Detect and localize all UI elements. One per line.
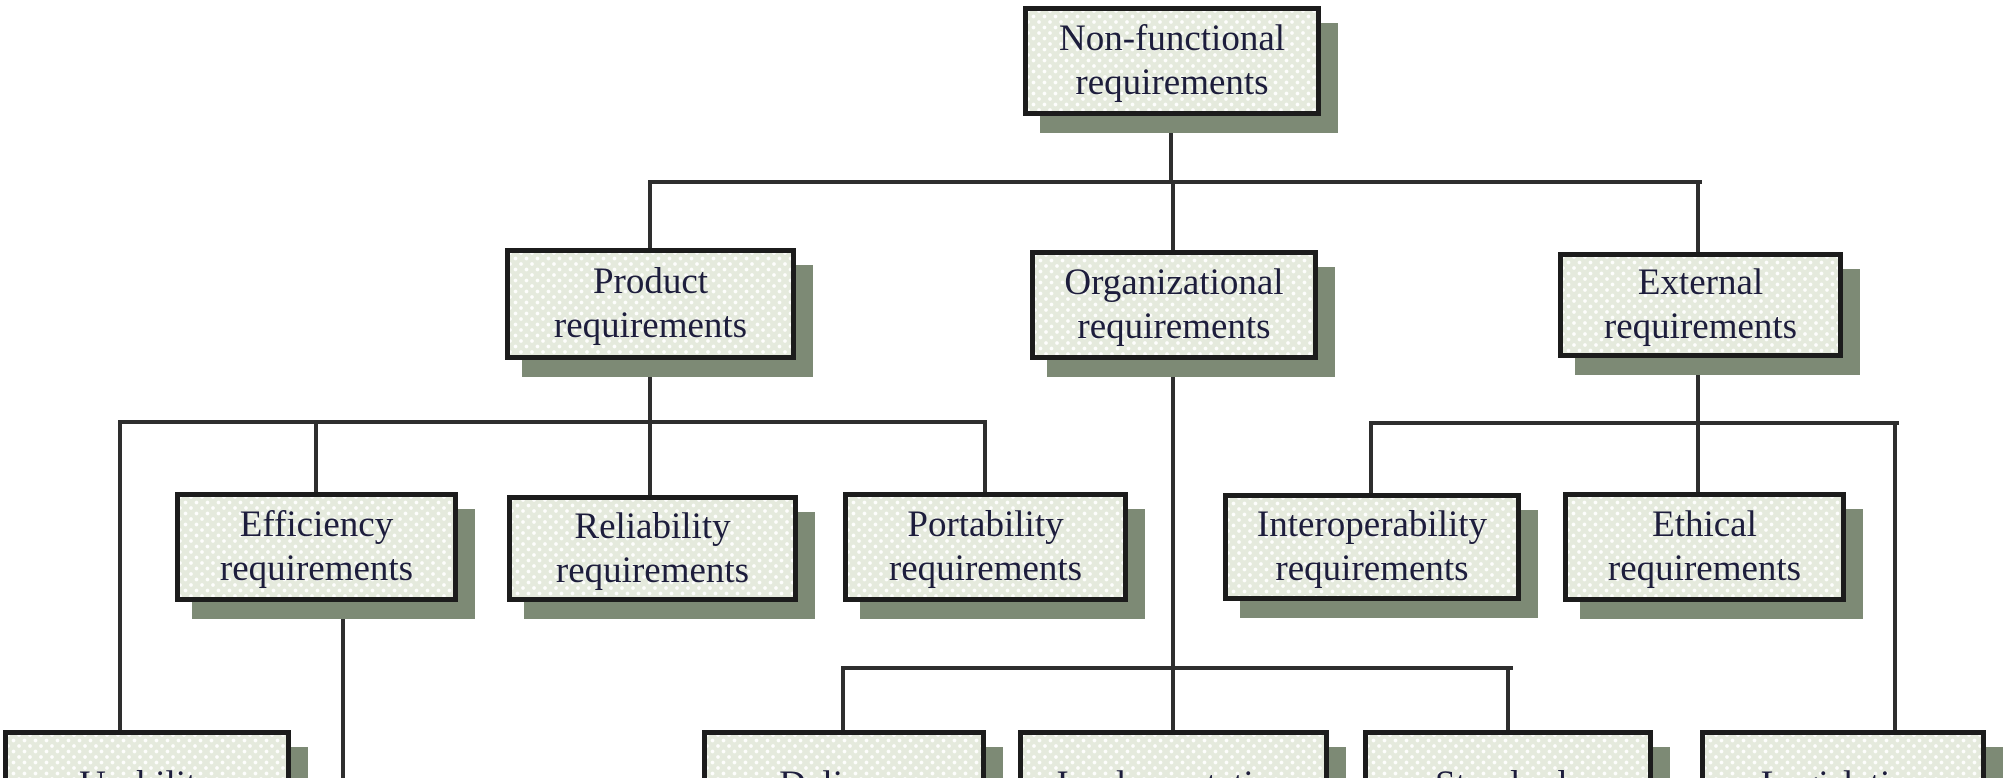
node-label: Legislative	[1761, 763, 1925, 778]
node-label: requirements	[1603, 306, 1798, 347]
connector-standards-drop	[1506, 666, 1510, 734]
node-label: requirements	[219, 548, 414, 589]
connector-implementation-drop	[1171, 666, 1175, 734]
connector-external-horizontal	[1369, 421, 1899, 425]
node-label: External	[1637, 262, 1764, 304]
connector-efficiency-drop	[314, 420, 318, 496]
node-portability-requirements: Portability requirements	[843, 492, 1128, 602]
node-usability-requirements: Usability	[3, 730, 291, 778]
node-efficiency-requirements: Efficiency requirements	[175, 492, 458, 602]
node-standards-requirements: Standards	[1363, 730, 1653, 778]
connector-efficiency-subtree	[341, 598, 345, 778]
node-nonfunctional-requirements: Non-functional requirements	[1023, 6, 1321, 116]
connector-nonfunctional-trunk	[1169, 112, 1173, 182]
node-label: requirements	[1077, 306, 1271, 347]
connector-reliability-drop	[648, 420, 652, 499]
connector-product-horizontal	[118, 420, 987, 424]
node-interoperability-requirements: Interoperability requirements	[1223, 493, 1521, 601]
node-label: requirements	[888, 548, 1083, 589]
connector-level2-horizontal	[648, 180, 1702, 184]
connector-legislative-drop	[1893, 421, 1897, 734]
node-label: requirements	[555, 549, 750, 591]
node-label: Reliability	[574, 505, 731, 547]
connector-external-trunk	[1696, 354, 1700, 425]
node-organizational-requirements: Organizational requirements	[1030, 250, 1318, 360]
node-label: Efficiency	[239, 504, 394, 546]
node-label: requirements	[1275, 548, 1469, 589]
node-label: Ethical	[1652, 504, 1757, 546]
node-label: requirements	[553, 305, 748, 346]
connector-product-drop	[648, 180, 652, 252]
connector-external-drop	[1696, 180, 1700, 256]
node-label: Standards	[1435, 763, 1581, 778]
node-delivery-requirements: Delivery	[702, 730, 986, 778]
node-product-requirements: Product requirements	[505, 248, 796, 360]
node-label: Implementation	[1056, 763, 1290, 778]
connector-delivery-drop	[841, 666, 845, 734]
connector-interoperability-drop	[1369, 421, 1373, 496]
node-external-requirements: External requirements	[1558, 252, 1843, 358]
connector-ethical-drop	[1696, 421, 1700, 496]
node-label: Portability	[907, 504, 1064, 546]
connector-product-trunk	[648, 356, 652, 424]
node-label: Product	[592, 261, 709, 303]
node-implementation-requirements: Implementation	[1018, 730, 1329, 778]
node-label: Organizational	[1064, 262, 1284, 304]
node-label: Non-functional	[1058, 18, 1286, 60]
connector-organizational-drop	[1171, 180, 1175, 254]
connector-org-horizontal	[841, 666, 1513, 670]
connector-organizational-trunk	[1171, 356, 1175, 670]
connector-usability-drop	[118, 420, 122, 734]
node-label: Delivery	[779, 763, 908, 778]
node-reliability-requirements: Reliability requirements	[507, 495, 798, 602]
node-label: Interoperability	[1256, 504, 1488, 546]
connector-portability-drop	[983, 420, 987, 496]
node-label: requirements	[1075, 62, 1269, 103]
node-label: requirements	[1607, 548, 1802, 589]
node-label: Usability	[79, 763, 215, 778]
node-ethical-requirements: Ethical requirements	[1563, 492, 1846, 602]
node-legislative-requirements: Legislative	[1700, 730, 1986, 778]
